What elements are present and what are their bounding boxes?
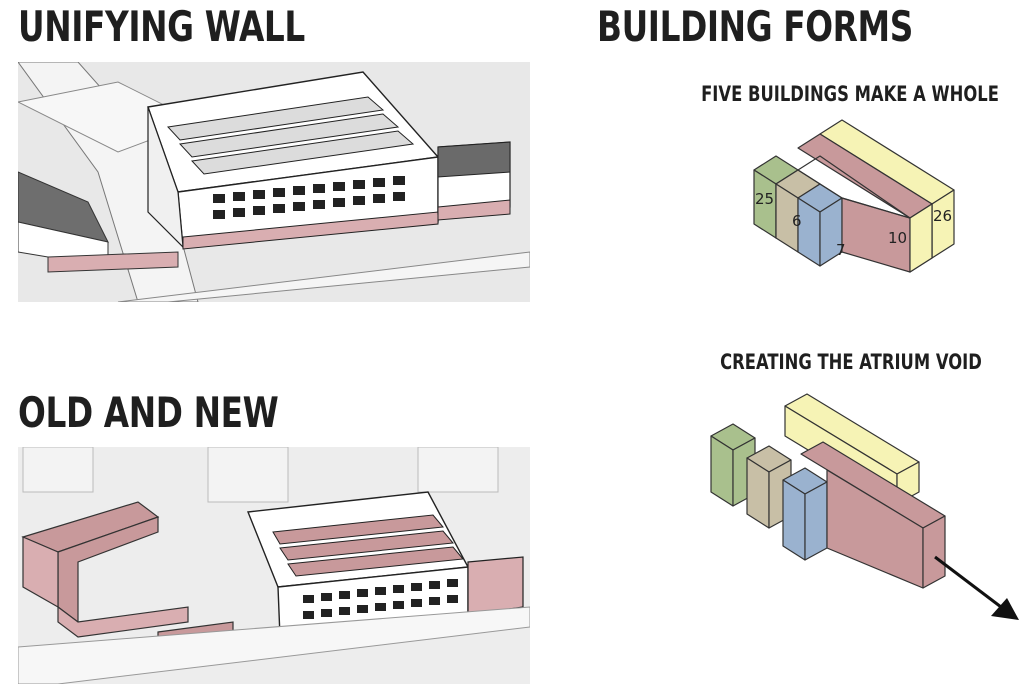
block-label-10: 10: [888, 229, 907, 247]
window-grid: [213, 176, 405, 219]
subheading-atrium-void: CREATING THE ATRIUM VOID: [720, 350, 982, 374]
unifying-wall-left: [47, 251, 179, 273]
roof-seam: [797, 155, 911, 219]
heading-building-forms: BUILDING FORMS: [597, 2, 913, 51]
void-direction-arrow: [934, 555, 1019, 620]
heading-unifying-wall: UNIFYING WALL: [18, 2, 305, 51]
atrium-void-diagram: [710, 393, 1019, 620]
unifying-wall-east: [437, 199, 511, 221]
block-label-25: 25: [755, 190, 774, 208]
sidewalk: [117, 251, 530, 302]
void-block-blue-side: [804, 481, 828, 561]
void-block-blue-front: [782, 479, 806, 561]
block-26-long-face: [909, 203, 933, 273]
new-skylights: [272, 514, 464, 577]
old-wing-facade-south: [57, 605, 189, 638]
old-and-new-axonometric: [18, 447, 530, 684]
skylights: [166, 96, 415, 175]
block-label-6: 6: [792, 212, 802, 230]
block-label-26: 26: [933, 207, 952, 225]
new-window-grid: [303, 579, 458, 619]
heading-old-and-new: OLD AND NEW: [18, 388, 279, 437]
block-label-7: 7: [836, 241, 846, 259]
unifying-wall-base: [182, 211, 439, 250]
east-wing-roof: [437, 141, 511, 178]
five-buildings-diagram: 25 6 7 10 26: [753, 119, 955, 273]
east-wing-old: [467, 556, 524, 616]
void-block-rose-side: [922, 515, 946, 589]
unifying-wall-axonometric: [18, 62, 530, 302]
background-buildings: [22, 447, 499, 503]
subheading-five-buildings: FIVE BUILDINGS MAKE A WHOLE: [701, 82, 999, 106]
street-front: [18, 606, 530, 684]
